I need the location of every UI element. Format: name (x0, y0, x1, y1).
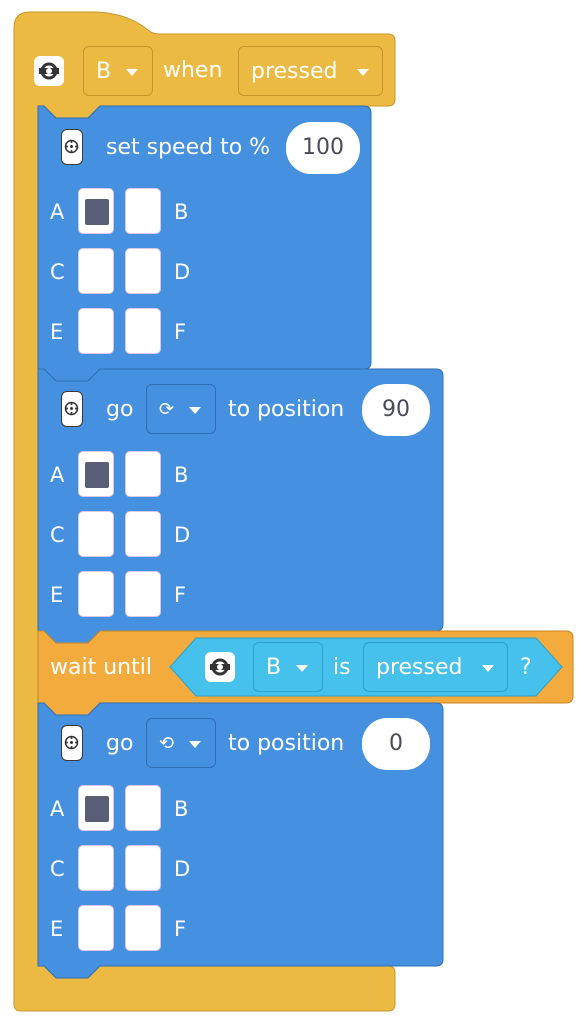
port-f-toggle[interactable] (125, 905, 161, 951)
when-label: when (163, 58, 223, 83)
hat-port-dropdown[interactable]: B (83, 46, 153, 96)
port-c-toggle[interactable] (78, 511, 114, 557)
port-a-toggle[interactable] (78, 451, 114, 497)
counterclockwise-icon: ⟲ (159, 733, 175, 754)
port-label-b: B (174, 797, 189, 821)
chevron-down-icon (482, 665, 494, 672)
hat-port-value: B (96, 59, 112, 84)
port-label-f: F (174, 917, 187, 941)
chevron-down-icon (296, 665, 308, 672)
chevron-down-icon (189, 407, 201, 414)
motor-icon (61, 725, 83, 761)
motor-icon (61, 391, 83, 427)
set-speed-label: set speed to % (106, 135, 271, 160)
port-label-e: E (50, 583, 64, 607)
port-label-b: B (174, 200, 189, 224)
chevron-down-icon (189, 741, 201, 748)
port-label-a: A (50, 797, 65, 821)
position-value: 90 (382, 397, 410, 422)
port-label-b: B (174, 463, 189, 487)
condition-state-value: pressed (376, 655, 463, 680)
port-label-c: C (50, 857, 65, 881)
port-b-toggle[interactable] (125, 188, 161, 234)
port-label-c: C (50, 523, 65, 547)
condition-port-value: B (266, 655, 282, 680)
port-label-f: F (174, 583, 187, 607)
direction-dropdown[interactable]: ⟳ (146, 384, 216, 434)
port-e-toggle[interactable] (78, 571, 114, 617)
to-position-label: to position (228, 397, 345, 422)
condition-port-dropdown[interactable]: B (253, 642, 323, 692)
port-a-toggle[interactable] (78, 785, 114, 831)
condition-boolean-slot (169, 637, 563, 697)
port-a-toggle[interactable] (78, 188, 114, 234)
is-label: is (333, 655, 351, 680)
port-a-selected-indicator (85, 199, 109, 225)
go-label: go (106, 731, 134, 756)
port-e-toggle[interactable] (78, 905, 114, 951)
port-b-toggle[interactable] (125, 785, 161, 831)
position-value-input[interactable]: 90 (362, 384, 430, 436)
port-label-e: E (50, 320, 64, 344)
port-d-toggle[interactable] (125, 845, 161, 891)
hat-state-dropdown[interactable]: pressed (238, 46, 383, 96)
chevron-down-icon (357, 69, 369, 76)
port-d-toggle[interactable] (125, 248, 161, 294)
port-a-selected-indicator (85, 796, 109, 822)
port-b-toggle[interactable] (125, 451, 161, 497)
port-a-selected-indicator (85, 462, 109, 488)
port-e-toggle[interactable] (78, 308, 114, 354)
force-sensor-icon (34, 56, 64, 86)
port-label-d: D (174, 260, 191, 284)
clockwise-icon: ⟳ (159, 399, 175, 420)
force-sensor-icon (205, 652, 235, 682)
position-value-input[interactable]: 0 (362, 718, 430, 770)
port-label-a: A (50, 200, 65, 224)
direction-dropdown[interactable]: ⟲ (146, 718, 216, 768)
go-label: go (106, 397, 134, 422)
port-label-c: C (50, 260, 65, 284)
hat-state-value: pressed (251, 59, 338, 84)
port-c-toggle[interactable] (78, 248, 114, 294)
port-d-toggle[interactable] (125, 511, 161, 557)
speed-value: 100 (302, 135, 344, 160)
port-label-d: D (174, 523, 191, 547)
wait-until-label: wait until (50, 655, 152, 680)
condition-state-dropdown[interactable]: pressed (363, 642, 508, 692)
motor-icon (61, 129, 83, 165)
chevron-down-icon (126, 69, 138, 76)
port-label-d: D (174, 857, 191, 881)
question-mark-label: ? (520, 655, 532, 680)
to-position-label: to position (228, 731, 345, 756)
port-f-toggle[interactable] (125, 571, 161, 617)
port-c-toggle[interactable] (78, 845, 114, 891)
port-label-a: A (50, 463, 65, 487)
port-label-f: F (174, 320, 187, 344)
port-label-e: E (50, 917, 64, 941)
speed-value-input[interactable]: 100 (286, 122, 360, 174)
position-value: 0 (389, 731, 403, 756)
port-f-toggle[interactable] (125, 308, 161, 354)
